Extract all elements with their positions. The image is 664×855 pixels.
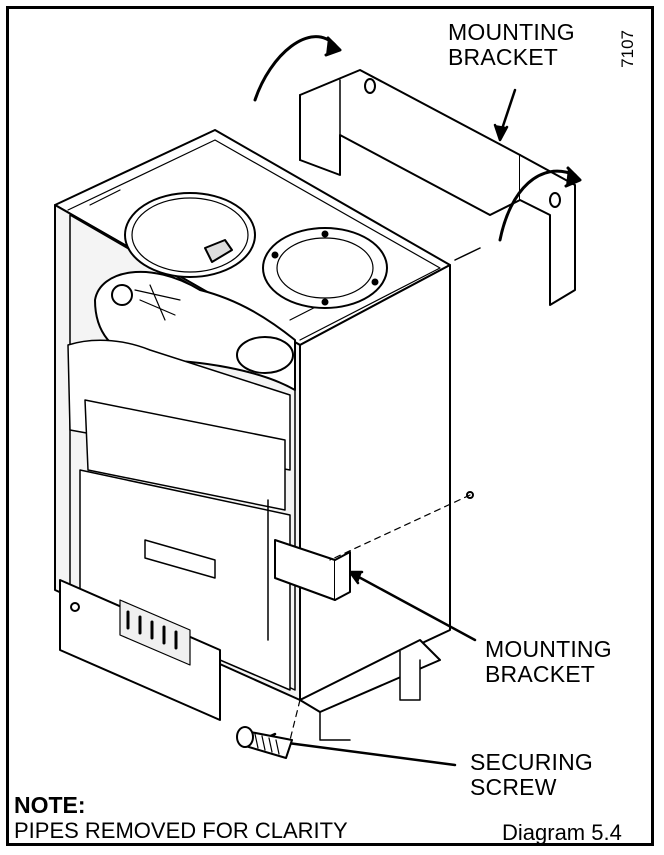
note-heading: NOTE: <box>14 792 86 818</box>
fan-assembly <box>94 270 296 391</box>
label-mounting-bracket-bottom: MOUNTING BRACKET <box>485 636 612 687</box>
figure-number: 7107 <box>618 30 637 68</box>
note-text: PIPES REMOVED FOR CLARITY <box>14 818 348 843</box>
securing-screw <box>236 726 293 759</box>
combustion-chamber <box>67 339 291 691</box>
diagram-caption: Diagram 5.4 <box>502 820 622 845</box>
diagram-frame <box>6 6 654 846</box>
casing-bracket <box>274 539 351 601</box>
label-mounting-bracket-top: MOUNTING BRACKET <box>448 19 575 70</box>
label-securing-screw: SECURING SCREW <box>470 749 594 800</box>
wall-mounting-bracket <box>299 69 576 306</box>
flue-openings <box>124 192 388 309</box>
wall-hole-marker <box>466 491 474 499</box>
control-box <box>59 579 441 741</box>
rotation-arrows <box>253 35 582 242</box>
screw-alignment-line <box>289 494 471 741</box>
